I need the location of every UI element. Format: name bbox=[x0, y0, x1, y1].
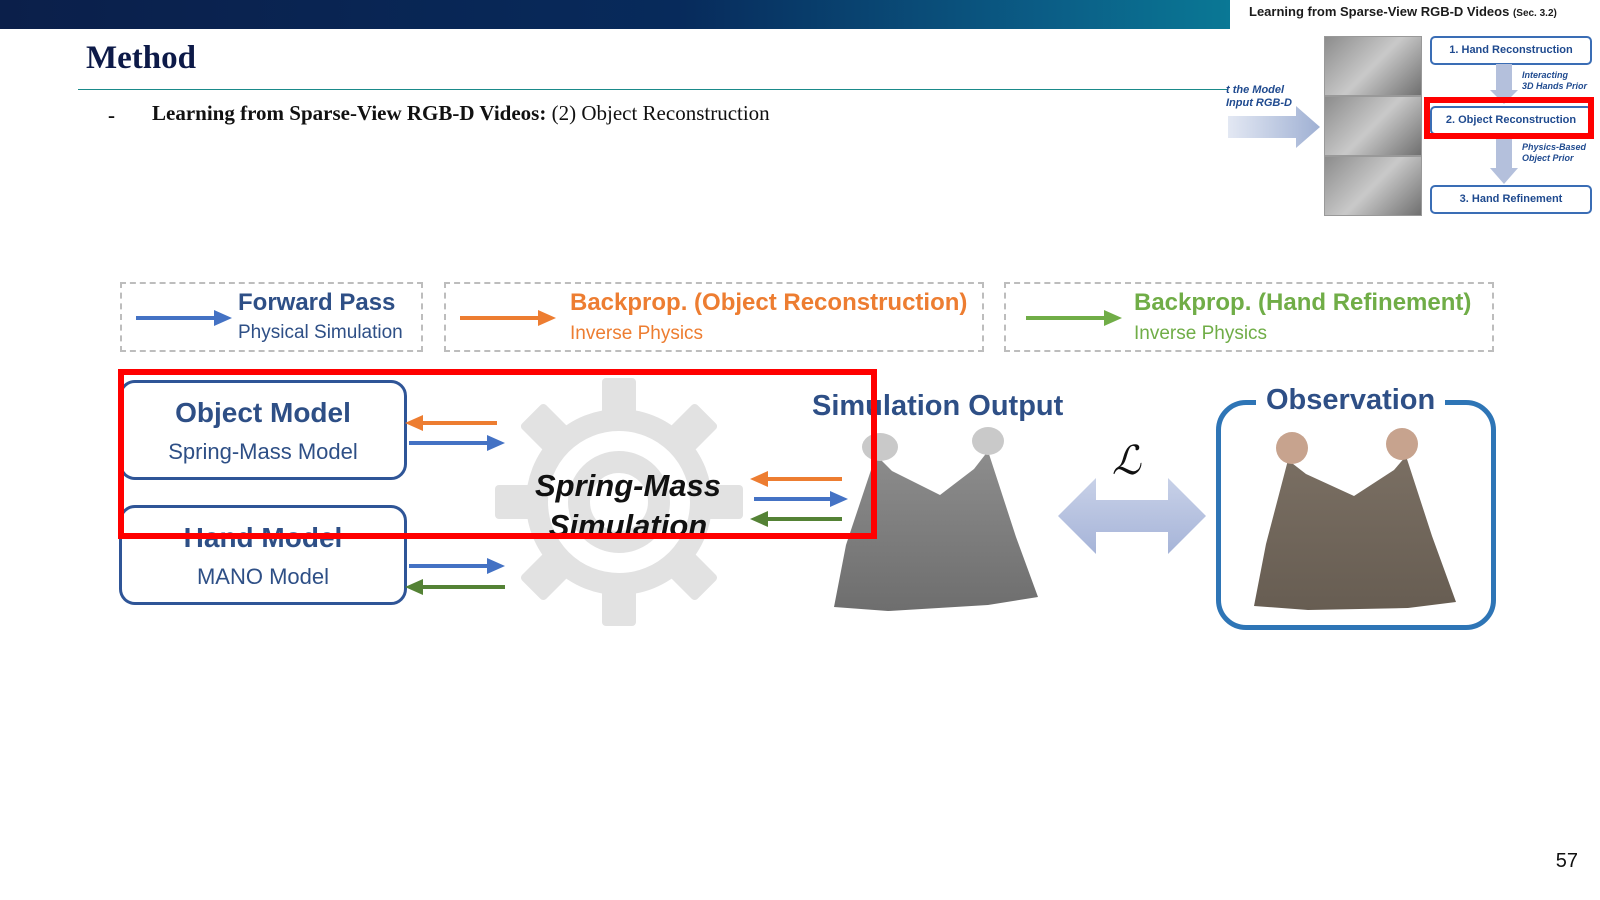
inset-title-text: Learning from Sparse-View RGB-D Videos bbox=[1249, 4, 1510, 19]
hand-model-box: Hand Model MANO Model bbox=[119, 505, 407, 605]
inset-frame-1 bbox=[1324, 36, 1422, 96]
slide-title: Method bbox=[86, 40, 196, 76]
hand-model-arrows bbox=[405, 558, 505, 595]
simulation-output-label: Simulation Output bbox=[812, 390, 1064, 422]
inset-step-1: 1. Hand Reconstruction bbox=[1430, 36, 1592, 65]
legend-forward-label: Forward Pass bbox=[238, 289, 396, 316]
object-model-title: Object Model bbox=[175, 397, 351, 428]
simulation-output-arrows bbox=[750, 471, 848, 527]
bullet-text: Learning from Sparse-View RGB-D Videos: … bbox=[152, 101, 770, 126]
inset-note-1b: 3D Hands Prior bbox=[1522, 81, 1588, 91]
inset-highlight-box bbox=[1424, 97, 1594, 139]
inset-title: Learning from Sparse-View RGB-D Videos (… bbox=[1249, 4, 1557, 19]
bullet-rest-text: (2) Object Reconstruction bbox=[546, 101, 770, 125]
inset-note-2a: Physics-Based bbox=[1522, 142, 1587, 152]
legend-backprop-hand: Backprop. (Hand Refinement) Inverse Phys… bbox=[1004, 282, 1494, 352]
object-model-box: Object Model Spring-Mass Model bbox=[119, 380, 407, 480]
arrow-right-icon bbox=[460, 310, 556, 326]
inset-frame-3 bbox=[1324, 156, 1422, 216]
title-divider bbox=[78, 89, 1228, 90]
inset-input-arrow-icon bbox=[1228, 106, 1320, 148]
arrow-right-icon bbox=[136, 310, 232, 326]
bullet-bold-text: Learning from Sparse-View RGB-D Videos: bbox=[152, 101, 547, 125]
inset-note-1a: Interacting bbox=[1522, 70, 1569, 80]
inset-step-3: 3. Hand Refinement bbox=[1430, 185, 1592, 214]
inset-down-arrow-2-icon bbox=[1490, 134, 1518, 184]
highlight-box bbox=[118, 369, 877, 539]
gear-icon bbox=[495, 378, 743, 626]
legend-backprop-hand-sub: Inverse Physics bbox=[1134, 323, 1268, 344]
inset-frame-2 bbox=[1324, 96, 1422, 156]
simulation-label-line-1: Spring-Mass bbox=[534, 468, 722, 503]
arrow-right-icon bbox=[1026, 310, 1122, 326]
observation-label: Observation bbox=[1256, 384, 1446, 417]
inset-cut-line-1: t the Model bbox=[1226, 84, 1285, 96]
legend-backprop-object-label: Backprop. (Object Reconstruction) bbox=[570, 289, 968, 316]
legend-forward-sub: Physical Simulation bbox=[238, 322, 403, 343]
inset-step-2: 2. Object Reconstruction bbox=[1430, 106, 1592, 135]
inset-cut-line-2: Input RGB-D bbox=[1226, 97, 1292, 109]
legend-backprop-hand-label: Backprop. (Hand Refinement) bbox=[1134, 289, 1472, 316]
inset-down-arrow-1-icon bbox=[1490, 64, 1518, 104]
inset-note-2b: Object Prior bbox=[1522, 153, 1574, 163]
inset-section: (Sec. 3.2) bbox=[1512, 8, 1557, 19]
object-model-sub: Spring-Mass Model bbox=[168, 439, 358, 464]
loss-symbol: ℒ bbox=[1112, 438, 1141, 484]
legend-forward: Forward Pass Physical Simulation bbox=[120, 282, 423, 352]
page-number: 57 bbox=[1555, 850, 1578, 872]
double-arrow-icon bbox=[1058, 478, 1206, 554]
object-model-arrows bbox=[405, 415, 505, 451]
hand-model-sub: MANO Model bbox=[196, 564, 330, 589]
observation-cloth-image bbox=[1254, 428, 1456, 610]
legend-backprop-object-sub: Inverse Physics bbox=[570, 323, 704, 344]
bullet-marker: - bbox=[108, 103, 115, 127]
legend-backprop-object: Backprop. (Object Reconstruction) Invers… bbox=[444, 282, 984, 352]
top-banner bbox=[0, 0, 1230, 29]
